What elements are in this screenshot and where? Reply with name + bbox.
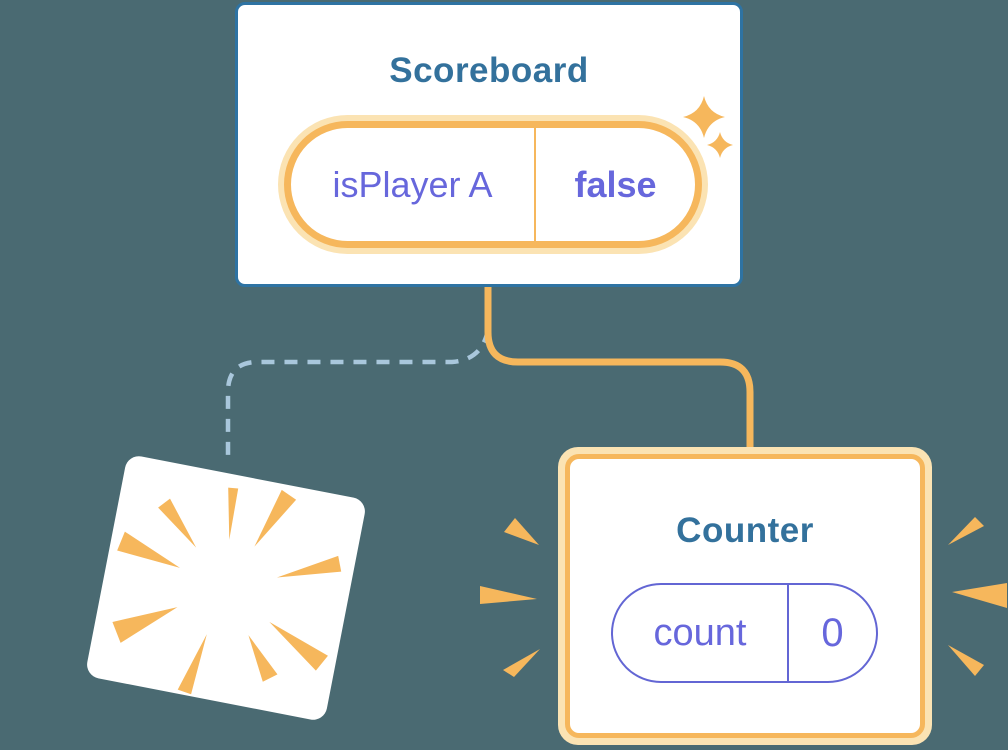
poof-burst-icon <box>112 487 342 695</box>
dashed-connector-to-removed-card <box>225 329 491 462</box>
state-value-label: false <box>574 163 657 205</box>
sparkles-icon <box>683 96 733 158</box>
state-key-cell: count <box>613 585 787 681</box>
scoreboard-state-pill: isPlayer A false <box>284 121 702 248</box>
state-key-label: isPlayer A <box>332 163 493 205</box>
state-key-cell: isPlayer A <box>291 128 534 241</box>
state-key-label: count <box>653 611 747 654</box>
counter-title: Counter <box>676 511 814 550</box>
counter-state-pill: count 0 <box>611 583 878 683</box>
removed-card <box>84 453 368 723</box>
state-value-cell: 0 <box>789 585 876 681</box>
pill-divider <box>534 128 536 241</box>
state-value-cell: false <box>536 128 695 241</box>
state-value-label: 0 <box>821 610 844 655</box>
scoreboard-card: Scoreboard isPlayer A false <box>235 2 743 287</box>
pill-divider <box>787 585 789 681</box>
scoreboard-title: Scoreboard <box>389 51 589 90</box>
counter-card: Counter count 0 <box>565 454 925 738</box>
solid-connector-to-counter <box>484 281 754 456</box>
counter-card-highlight-ring: Counter count 0 <box>558 447 932 745</box>
